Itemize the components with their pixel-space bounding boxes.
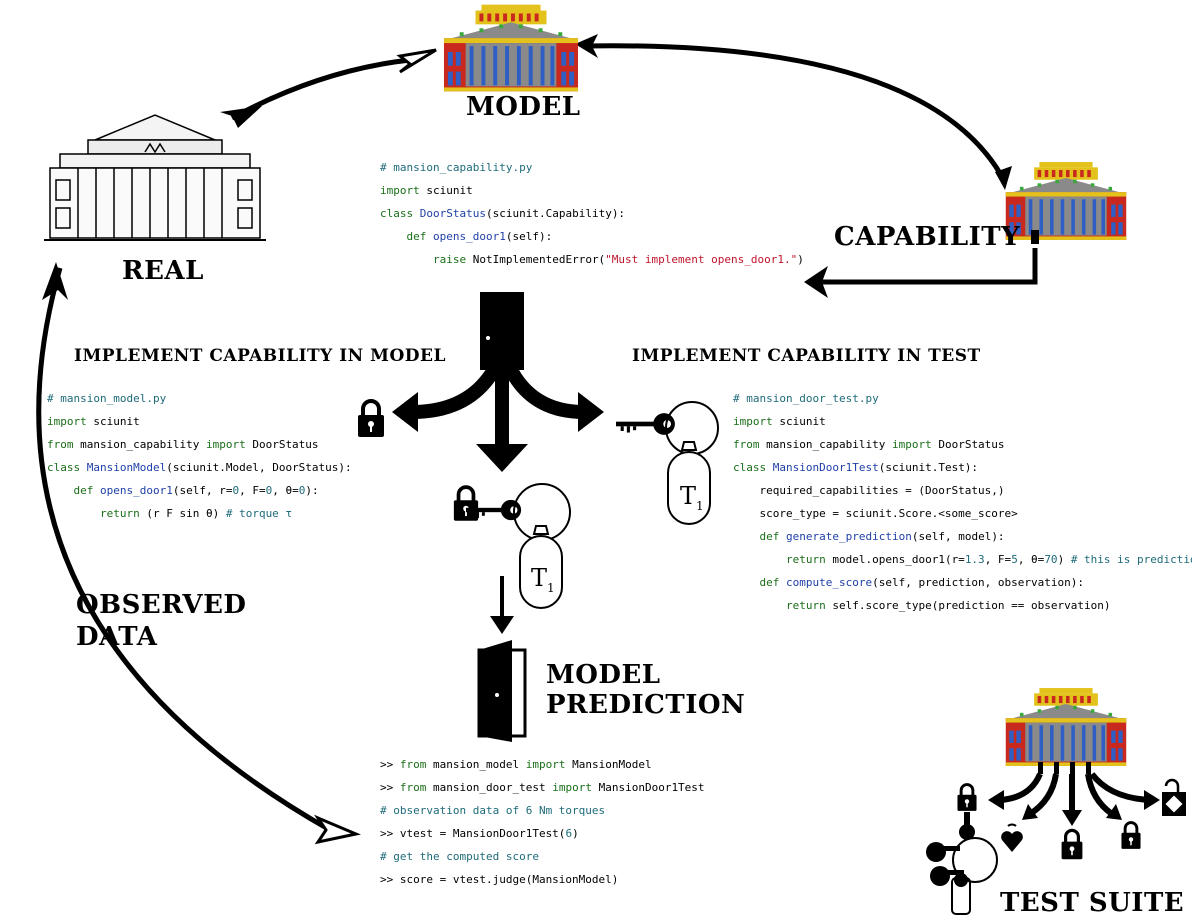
padlock-icon-model <box>356 399 386 438</box>
capability-to-code-arrow <box>820 248 1038 285</box>
padlock-icon-center <box>452 485 480 522</box>
heart-lock-icon <box>1001 823 1023 852</box>
locked-key-ring-icon <box>452 483 571 609</box>
observed-label-line2: DATA <box>76 622 158 652</box>
diamond-lock-icon <box>1162 778 1186 816</box>
suite-branch-2 <box>1028 773 1059 817</box>
suite-branch-4 <box>1085 773 1114 817</box>
branch-down-head <box>476 444 528 472</box>
real-theatre-icon <box>44 114 266 241</box>
capability-code-block: # mansion_capability.py import sciunit c… <box>380 161 804 266</box>
arrowhead-session <box>313 814 362 845</box>
capability-door-icon <box>1031 230 1039 244</box>
prediction-arrow-head <box>490 616 514 634</box>
branch-arrows <box>411 364 585 448</box>
padlock-icon-suite-1 <box>956 783 978 812</box>
key-ring-icon-test <box>616 401 719 525</box>
cycle-arrows <box>36 43 1038 833</box>
door-open-icon <box>477 640 527 742</box>
padlock-icon-suite-4 <box>1120 821 1142 850</box>
pixel-mansion-icon-capability <box>1005 162 1127 240</box>
branch-left-head <box>392 392 418 432</box>
implement-in-model-label: IMPLEMENT CAPABILITY IN MODEL <box>74 346 446 366</box>
arrow-fletching-real <box>220 106 262 128</box>
real-to-observed-arrow <box>36 267 332 833</box>
prediction-label-line2: PREDICTION <box>546 690 746 720</box>
test-suite-icons <box>926 762 1186 915</box>
observed-label-line1: OBSERVED <box>76 590 247 620</box>
test-suite-label: TEST SUITE <box>1000 888 1185 918</box>
test-code-block: # mansion_door_test.py import sciunit fr… <box>733 392 1192 612</box>
branch-right-arrow <box>503 364 585 419</box>
real-label: REAL <box>122 256 204 286</box>
prediction-label-line1: MODEL <box>546 660 661 690</box>
arrowhead-capability <box>995 166 1012 190</box>
suite-branch-1 <box>999 772 1043 803</box>
model-code-block: # mansion_model.py import sciunit from m… <box>47 392 352 520</box>
model-to-capability-arrow <box>584 43 1008 184</box>
door-closed-icon <box>480 292 524 370</box>
branch-left-arrow <box>411 364 502 419</box>
arrowhead-model <box>396 48 437 74</box>
tag-t1-label-test: T1 <box>680 482 704 513</box>
arrowhead-code <box>804 266 828 298</box>
branch-right-head <box>578 392 604 432</box>
arrowhead-model-left <box>575 34 598 58</box>
tag-t1-label-center: T1 <box>531 564 555 595</box>
pixel-mansion-icon-suite <box>1005 688 1127 766</box>
session-code-block: >> from mansion_model import MansionMode… <box>380 758 705 886</box>
pixel-mansion-icon-model <box>443 4 579 92</box>
arrow-fletching-observed <box>42 262 68 300</box>
real-to-model-arrow <box>230 57 411 121</box>
capability-label: CAPABILITY <box>834 222 1021 252</box>
suite-branch-5 <box>1089 772 1151 803</box>
model-label: MODEL <box>466 92 581 122</box>
key-bunch-icon <box>926 842 971 915</box>
sign-lock-icon <box>1060 828 1084 860</box>
implement-in-test-label: IMPLEMENT CAPABILITY IN TEST <box>632 346 981 366</box>
